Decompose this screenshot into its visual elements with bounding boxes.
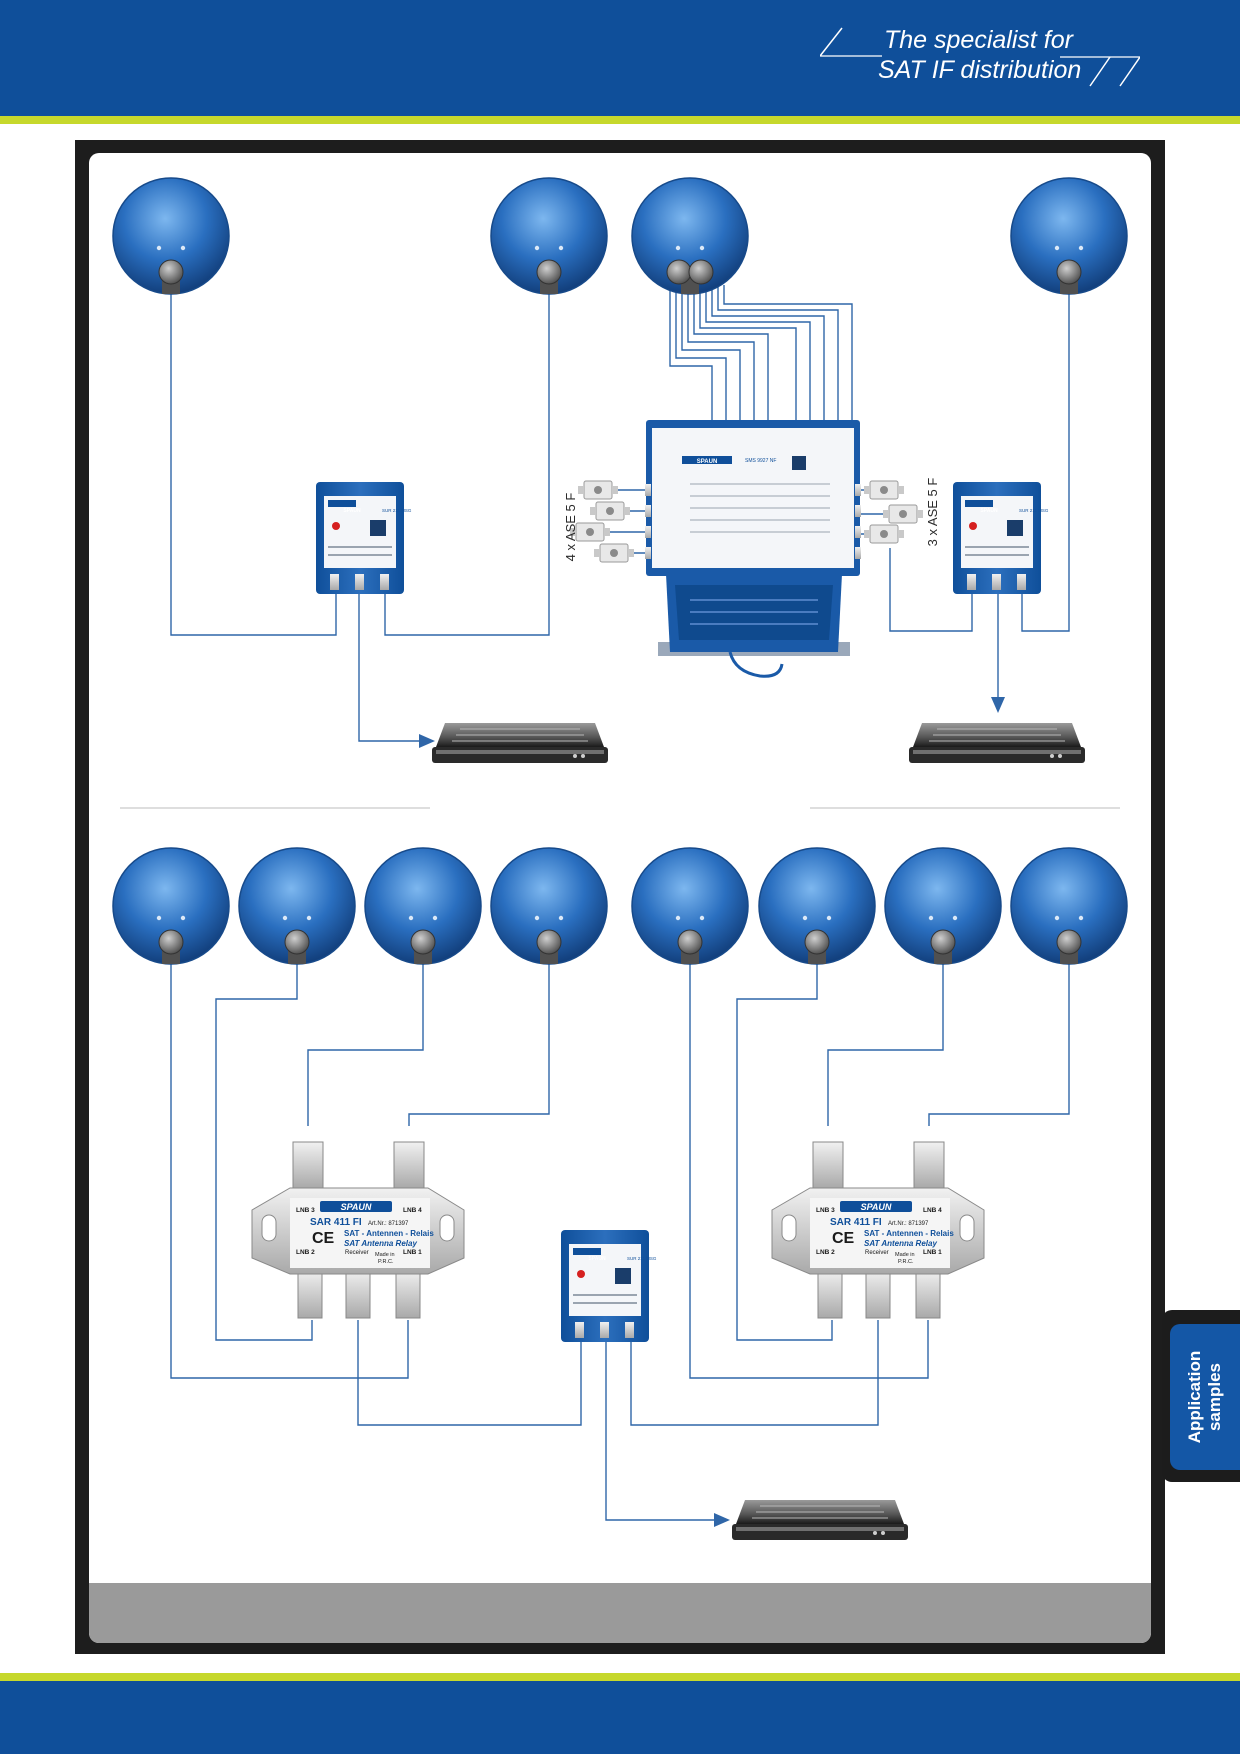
cable-dish4-relay — [1021, 285, 1070, 632]
antenna-relay-right — [771, 1141, 985, 1319]
side-tab-label-line-2: samples — [1205, 1362, 1224, 1432]
antenna-relay-right-art: Art.Nr.: 871397 — [888, 1221, 929, 1227]
relay-top-left-brand: SPAUN — [343, 508, 361, 514]
dish-bottom-8 — [1010, 847, 1128, 965]
dish-bottom-5 — [631, 847, 749, 965]
relay-bottom-model: SUR 211 MSG — [627, 1256, 657, 1261]
antenna-relay-left-lnb2: LNB 2 — [296, 1249, 315, 1256]
dish-top-3 — [631, 177, 749, 295]
antenna-relay-right-lnb3: LNB 3 — [816, 1207, 835, 1214]
dish-top-2 — [490, 177, 608, 295]
top-arrowheads — [419, 697, 1005, 748]
relay-bottom-brand: SPAUN — [588, 1256, 606, 1262]
tagline-line-1: The specialist for — [884, 26, 1073, 54]
multiswitch-model: SMS 9927 NF — [745, 458, 776, 464]
arrow-receiver3 — [714, 1513, 730, 1527]
receiver-top-right — [908, 722, 1086, 764]
ase-right-label: 3 x ASE 5 F — [925, 478, 940, 547]
panel-footer-bar — [89, 1583, 1151, 1643]
antenna-relay-left-art: Art.Nr.: 871397 — [368, 1221, 409, 1227]
side-tab-label-line-1: Application — [1185, 1350, 1204, 1444]
multiswitch — [645, 420, 861, 678]
relay-top-left-model: SUR 211 MSG — [382, 508, 412, 513]
side-tab-label: Application samples — [1185, 1351, 1225, 1444]
footer-band — [0, 1681, 1240, 1754]
antenna-relay-right-brand: SPAUN — [861, 1202, 892, 1212]
antenna-relay-right-prc: P.R.C. — [898, 1259, 914, 1265]
receiver-bottom — [731, 1499, 909, 1541]
antenna-relay-left-prc: P.R.C. — [378, 1259, 394, 1265]
antenna-relay-right-receiver: Receiver — [865, 1250, 889, 1256]
ase-left-label: 4 x ASE 5 F — [563, 493, 578, 562]
antenna-relay-left — [251, 1141, 465, 1319]
installation-diagram: SPAUN SUR 211 MSG SPAUN SUR 211 MSG — [112, 177, 1128, 1541]
side-tab[interactable]: Application samples — [1162, 1310, 1240, 1482]
relay-top-right-brand: SPAUN — [980, 508, 998, 514]
antenna-relay-right-model: SAR 411 FI — [830, 1217, 882, 1228]
antenna-relay-right-lnb2: LNB 2 — [816, 1249, 835, 1256]
top-cables — [170, 285, 1070, 742]
cable-dish1-relay — [170, 285, 337, 636]
ase-left-group — [569, 480, 635, 563]
antenna-relay-left-madein: Made in — [375, 1252, 395, 1258]
antenna-relay-right-lnb1: LNB 1 — [923, 1249, 942, 1256]
antenna-relay-left-lnb1: LNB 1 — [403, 1249, 422, 1256]
relay-top-right-model: SUR 211 MSG — [1019, 508, 1049, 513]
cable-multiswitch-relay2 — [889, 548, 973, 632]
antenna-relay-left-name-en: SAT Antenna Relay — [344, 1239, 417, 1248]
tagline: The specialist for SAT IF distribution — [820, 24, 1140, 94]
tagline-slash-lines — [820, 27, 1140, 87]
multiswitch-brand: SPAUN — [697, 459, 718, 465]
antenna-relay-right-madein: Made in — [895, 1252, 915, 1258]
cable-relay-receiver3 — [605, 1342, 718, 1521]
arrow-receiver1 — [419, 734, 435, 748]
tagline-line-2: SAT IF distribution — [878, 56, 1082, 84]
antenna-relay-left-model: SAR 411 FI — [310, 1217, 362, 1228]
dish-top-1 — [112, 177, 230, 295]
cable-sar-left-relay — [357, 1320, 582, 1426]
dish-bottom-1 — [112, 847, 230, 965]
antenna-relay-right-ce: CE — [832, 1230, 855, 1247]
cable-dish2-relay — [384, 285, 550, 636]
side-tab-inner[interactable]: Application samples — [1170, 1324, 1240, 1470]
relay-top-left — [316, 482, 404, 594]
antenna-relay-left-lnb3: LNB 3 — [296, 1207, 315, 1214]
bottom-cables — [170, 955, 1070, 1521]
antenna-relay-right-name-en: SAT Antenna Relay — [864, 1239, 937, 1248]
relay-bottom-center — [561, 1230, 649, 1342]
dish-bottom-4 — [490, 847, 608, 965]
dish-bottom-7 — [884, 847, 1002, 965]
antenna-relay-left-name-de: SAT - Antennen - Relais — [344, 1229, 434, 1238]
ase-right-group — [863, 480, 924, 544]
footer-accent-stripe — [0, 1673, 1240, 1681]
antenna-relay-left-lnb4: LNB 4 — [403, 1207, 422, 1214]
receiver-top-left — [431, 722, 609, 764]
antenna-relay-left-receiver: Receiver — [345, 1250, 369, 1256]
antenna-relay-right-name-de: SAT - Antennen - Relais — [864, 1229, 954, 1238]
header-band — [0, 0, 1240, 116]
relay-top-right — [953, 482, 1041, 594]
arrow-receiver2 — [991, 697, 1005, 713]
antenna-relay-left-brand: SPAUN — [341, 1202, 372, 1212]
cable-relay-receiver1 — [358, 590, 423, 742]
dish-top-4 — [1010, 177, 1128, 295]
antenna-relay-left-ce: CE — [312, 1230, 335, 1247]
header-accent-stripe — [0, 116, 1240, 124]
dish-bottom-3 — [364, 847, 482, 965]
cable-sar-right-relay — [630, 1320, 879, 1426]
antenna-relay-right-lnb4: LNB 4 — [923, 1207, 942, 1214]
dish-bottom-2 — [238, 847, 356, 965]
diagram-panel: SPAUN SUR 211 MSG SPAUN SUR 211 MSG — [89, 153, 1151, 1643]
dish-bottom-6 — [758, 847, 876, 965]
